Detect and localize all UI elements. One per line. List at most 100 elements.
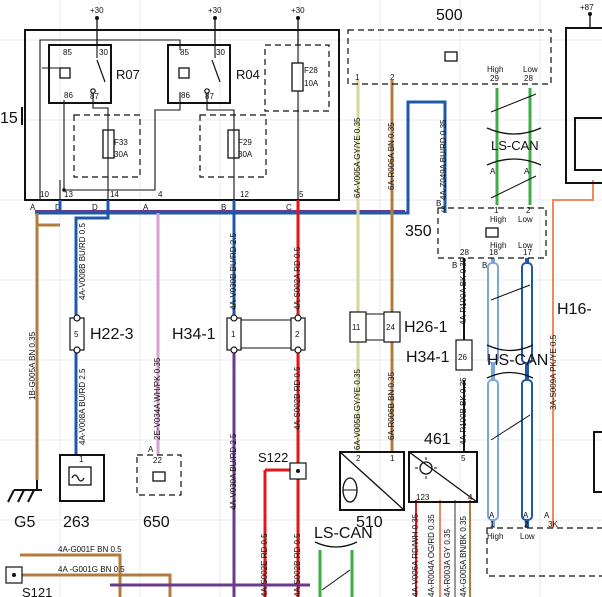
can-pin: 1 bbox=[494, 206, 499, 215]
connector-label: H16- bbox=[557, 301, 592, 318]
box-pin: 4 bbox=[158, 190, 163, 199]
box-pin: 14 bbox=[110, 190, 119, 199]
bus-label: LS-CAN bbox=[491, 138, 539, 153]
wire-label: 4A-V030B BU/RD 2.5 bbox=[229, 233, 238, 310]
can-pin: 2 bbox=[526, 206, 531, 215]
supply-label: +87 bbox=[580, 3, 594, 12]
wire-label: 4A-S002A RD 0.5 bbox=[293, 246, 302, 310]
wire-label: 6A-V005A GY/YE 0.35 bbox=[353, 117, 362, 198]
connector-pin: 24 bbox=[386, 323, 395, 332]
wire-label: 6A-R006B BN 0.35 bbox=[387, 371, 396, 440]
wire-label: 4A-V006A RD/WH 0.35 bbox=[411, 513, 420, 597]
connector-pin: 5 bbox=[74, 330, 79, 339]
wire-label: 4A-G001F BN 0.5 bbox=[58, 545, 122, 554]
component-pin: 2 bbox=[356, 454, 361, 463]
fuse-rating: 10A bbox=[304, 79, 319, 88]
relay-pin: 87 bbox=[90, 92, 99, 101]
connector-label: H34-1 bbox=[172, 326, 216, 343]
module-pin: 17 bbox=[523, 248, 532, 257]
bus-label: LS-CAN bbox=[314, 525, 373, 542]
can-letter: A bbox=[524, 167, 530, 176]
module-label: Low bbox=[520, 532, 535, 541]
component-510: 2 1 510 bbox=[339, 451, 405, 531]
can-letter: A bbox=[490, 167, 496, 176]
fuse-rating: 30A bbox=[114, 150, 129, 159]
can-label: Low bbox=[518, 215, 533, 224]
relay-r04 bbox=[167, 44, 231, 104]
can-label: Low bbox=[523, 65, 538, 74]
module-500: 500 1 2 High Low 29 28 LS-CAN 1 2 A A bbox=[347, 7, 552, 215]
component-pin: 123 bbox=[416, 493, 430, 502]
can-pin: 29 bbox=[490, 74, 499, 83]
module-pin: 1 bbox=[490, 520, 495, 529]
module-pin: 28 bbox=[460, 248, 469, 257]
ground-label: G5 bbox=[14, 514, 35, 531]
component-label: 263 bbox=[63, 514, 90, 531]
wire-labels: 1B-G005A BN 0.35 4A-V008B BU/RD 0.5 4A-V… bbox=[28, 117, 558, 597]
box-letter: C bbox=[286, 203, 292, 212]
component-label: 650 bbox=[143, 514, 170, 531]
supply-lines: +30 +30 +30 +87 bbox=[90, 3, 594, 45]
component-263: 1 263 bbox=[59, 454, 105, 531]
bottom-right-module: 1 2 3K High Low A A A bbox=[486, 431, 602, 577]
module-pin: 1 bbox=[355, 73, 360, 82]
supply-label: +30 bbox=[291, 6, 305, 15]
module-letter: B bbox=[482, 261, 487, 270]
right-edge-module bbox=[565, 27, 602, 184]
wire-label: 4A-V008B BU/RD 0.5 bbox=[78, 223, 87, 300]
supply-label: +30 bbox=[208, 6, 222, 15]
wire-label: 6A-R006A BN 0.35 bbox=[387, 122, 396, 190]
connector-h26-1: 11 24 H26-1 bbox=[349, 311, 448, 343]
box-pin: 5 bbox=[299, 190, 304, 199]
component-pin: 5 bbox=[461, 454, 466, 463]
ground-g5: G5 bbox=[7, 480, 42, 531]
wire-label: 4A-Z049A BU/RD 0.35 bbox=[439, 119, 448, 200]
ls-can-bottom: LS-CAN bbox=[314, 525, 373, 591]
fuse-name: F33 bbox=[114, 138, 128, 147]
relay-pin: 86 bbox=[181, 91, 190, 100]
wire-label: 4A-V008A BU/RD 2.5 bbox=[78, 368, 87, 445]
splice-label: S122 bbox=[258, 450, 288, 465]
wire-label: 4A -G001G BN 0.5 bbox=[58, 565, 125, 574]
module-pin: 3 bbox=[441, 205, 446, 214]
connector-pin: 2 bbox=[295, 330, 300, 339]
box-pin: 12 bbox=[240, 190, 249, 199]
box-pin: 10 bbox=[40, 190, 49, 199]
component-pin: 1 bbox=[390, 454, 395, 463]
relay-r07 bbox=[48, 44, 112, 104]
relay-label: R04 bbox=[236, 67, 260, 82]
component-pin: 22 bbox=[153, 456, 162, 465]
bus-label: HS-CAN bbox=[487, 352, 548, 369]
module-label: 350 bbox=[405, 223, 432, 240]
splice-s122: S122 bbox=[258, 450, 307, 480]
module-pin: 2 bbox=[390, 73, 395, 82]
connector-h34-1: 1 2 H34-1 bbox=[172, 314, 306, 354]
connector-pin: 1 bbox=[231, 330, 236, 339]
can-label: High bbox=[487, 65, 503, 74]
connector-label: H22-3 bbox=[90, 326, 134, 343]
connector-pin: 26 bbox=[458, 353, 467, 362]
fuse-f28 bbox=[264, 44, 330, 112]
module-label: High bbox=[487, 532, 503, 541]
relay-pin: 86 bbox=[64, 91, 73, 100]
module-title: 500 bbox=[436, 7, 463, 24]
relay-pin: 85 bbox=[63, 48, 72, 57]
module-pin: 18 bbox=[489, 248, 498, 257]
component-label: 461 bbox=[424, 431, 451, 448]
hs-can: HS-CAN H16- bbox=[486, 262, 592, 521]
fuse-f29 bbox=[199, 114, 267, 178]
can-label: High bbox=[490, 215, 506, 224]
wire-label: 6A-V005B GY/YE 0.35 bbox=[353, 369, 362, 450]
relay-pin: 85 bbox=[180, 48, 189, 57]
relay-pin: 30 bbox=[99, 48, 108, 57]
module-pin: 3K bbox=[548, 520, 558, 529]
wire-label: 2E-V034A WH/PK 0.35 bbox=[153, 357, 162, 440]
wire-label: 4A-R100A BK 0.35 bbox=[459, 257, 468, 325]
connector-pin: 11 bbox=[352, 323, 361, 332]
wire-label: 4A-S002E RD 0.5 bbox=[260, 533, 269, 597]
module-letter: B bbox=[452, 261, 457, 270]
supply-label: +30 bbox=[90, 6, 104, 15]
connector-h34-2: 26 H34-1 bbox=[406, 339, 473, 371]
relay-pin: 30 bbox=[216, 48, 225, 57]
